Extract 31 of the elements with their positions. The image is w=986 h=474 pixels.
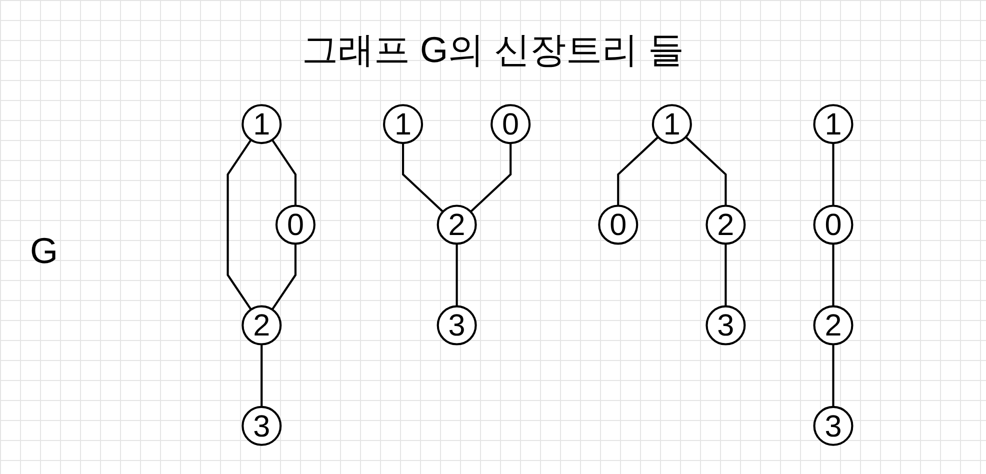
vertex-circle: 1 <box>383 104 424 144</box>
vertex-circle: 0 <box>490 104 531 144</box>
vertex-circle: 0 <box>598 204 638 245</box>
vertex-circle: 3 <box>242 406 282 446</box>
vertex-circle: 3 <box>813 406 854 446</box>
vertex-circle: 0 <box>813 204 854 245</box>
vertex-circle: 2 <box>706 204 746 245</box>
vertex-circle: 3 <box>706 305 746 346</box>
edge-line <box>832 344 834 407</box>
vertex-circle: 2 <box>436 204 477 245</box>
edge-line <box>402 143 444 212</box>
vertex-circle: 3 <box>436 305 477 346</box>
graph-name-label: G <box>30 230 58 272</box>
edge-line <box>271 244 297 310</box>
edge-line <box>617 136 659 206</box>
edge-line <box>456 244 458 306</box>
edge-line <box>271 139 297 206</box>
diagram-title: 그래프 G의 신장트리 들 <box>302 28 684 72</box>
edge-line <box>832 143 834 206</box>
vertex-circle: 1 <box>242 104 282 144</box>
edge-line <box>832 244 834 306</box>
vertex-circle: 1 <box>813 104 854 144</box>
edge-line <box>260 344 263 407</box>
edge-line <box>226 139 252 310</box>
edge-line <box>724 244 727 306</box>
vertex-circle: 1 <box>652 104 692 144</box>
vertex-circle: 2 <box>813 305 854 346</box>
vertex-circle: 2 <box>242 305 282 346</box>
vertex-circle: 0 <box>275 204 316 245</box>
edge-line <box>470 143 512 212</box>
edge-line <box>685 136 727 206</box>
